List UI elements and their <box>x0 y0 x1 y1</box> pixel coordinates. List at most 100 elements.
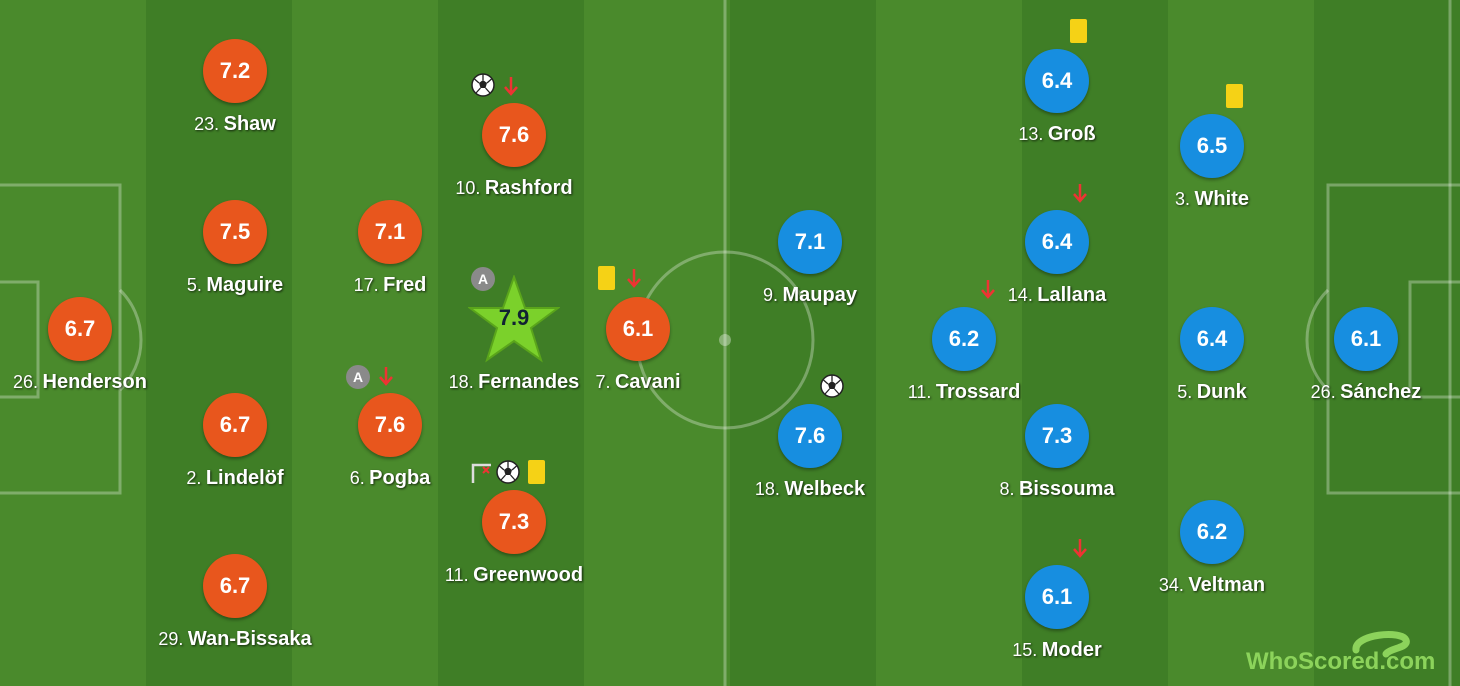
player-name: Pogba <box>369 467 431 489</box>
away-player-bissouma[interactable]: 7.3 8. Bissouma <box>957 404 1157 534</box>
rating-badge: 7.6 <box>358 393 422 457</box>
player-number: 14. <box>1007 285 1033 305</box>
player-name: Fred <box>383 274 427 296</box>
player-name: Sánchez <box>1340 381 1422 403</box>
player-number: 11. <box>444 565 469 585</box>
player-number: 34. <box>1158 575 1184 595</box>
rating-badge: 6.2 <box>1180 500 1244 564</box>
player-name: Shaw <box>223 113 276 135</box>
star-icon <box>468 275 560 363</box>
player-number: 7. <box>595 372 611 392</box>
player-name: Henderson <box>42 371 147 393</box>
rating-badge: 6.7 <box>48 297 112 361</box>
home-player-greenwood[interactable]: 7.3 11. Greenwood <box>414 460 614 620</box>
yellow-card-icon <box>1070 19 1087 43</box>
player-name: Cavani <box>614 371 681 393</box>
away-player-veltman[interactable]: 6.2 34. Veltman <box>1112 500 1312 630</box>
player-number: 3. <box>1175 189 1191 209</box>
rating-badge: 6.4 <box>1025 49 1089 113</box>
rating-badge: 6.2 <box>932 307 996 371</box>
assist-icon: A <box>471 267 495 291</box>
home-player-shaw[interactable]: 7.2 23. Shaw <box>135 39 335 169</box>
man-of-the-match-star: 7.9 <box>468 275 560 363</box>
player-name: Lallana <box>1037 284 1107 306</box>
home-player-pogba[interactable]: A 7.6 6. Pogba <box>290 365 490 523</box>
away-player-sanchez[interactable]: 6.1 26. Sánchez <box>1266 307 1460 437</box>
player-name: Welbeck <box>784 478 866 500</box>
player-name: White <box>1194 188 1249 210</box>
rating-badge: 6.4 <box>1025 210 1089 274</box>
player-number: 26. <box>13 372 39 392</box>
pitch-stripe <box>730 0 876 686</box>
away-player-trossard[interactable]: 6.2 11. Trossard <box>864 280 1064 437</box>
player-number: 17. <box>353 275 379 295</box>
player-number: 2. <box>186 468 202 488</box>
player-number: 8. <box>999 479 1015 499</box>
rating-badge: 7.6 <box>482 103 546 167</box>
player-name: Rashford <box>484 177 573 199</box>
yellow-card-icon <box>1226 84 1243 108</box>
home-player-fernandes[interactable]: A 7.9 18. Fernandes <box>414 267 614 427</box>
player-name: Dunk <box>1196 381 1247 403</box>
rating-badge: 7.6 <box>778 404 842 468</box>
goal-ball-icon <box>496 460 520 484</box>
home-player-fred[interactable]: 7.1 17. Fred <box>290 200 490 330</box>
goal-ball-icon <box>820 374 844 398</box>
home-player-henderson[interactable]: 6.7 26. Henderson <box>0 297 180 427</box>
rating-badge: 6.7 <box>203 554 267 618</box>
player-name: Moder <box>1041 639 1102 661</box>
away-player-welbeck[interactable]: 7.6 18. Welbeck <box>710 374 910 534</box>
player-number: 13. <box>1018 124 1044 144</box>
player-number: 18. <box>754 479 780 499</box>
player-number: 15. <box>1012 640 1038 660</box>
away-player-maupay[interactable]: 7.1 9. Maupay <box>710 210 910 340</box>
rating-badge: 7.3 <box>1025 404 1089 468</box>
yellow-card-icon <box>528 460 545 484</box>
player-number: 26. <box>1310 382 1336 402</box>
away-player-moder[interactable]: 6.1 15. Moder <box>957 539 1157 686</box>
home-player-cavani[interactable]: 6.1 7. Cavani <box>538 266 738 427</box>
player-name: Bissouma <box>1018 478 1115 500</box>
player-name: Groß <box>1047 123 1096 145</box>
sub-off-arrow-icon <box>379 367 393 386</box>
player-name: Veltman <box>1188 574 1266 596</box>
goal-ball-icon <box>471 73 495 97</box>
player-name: Maupay <box>782 284 857 306</box>
player-number: 23. <box>194 114 220 134</box>
player-number: 29. <box>158 629 184 649</box>
rating-badge: 6.1 <box>1334 307 1398 371</box>
player-name: Maguire <box>206 274 284 296</box>
rating-badge: 7.1 <box>358 200 422 264</box>
player-number: 18. <box>448 372 474 392</box>
away-player-white[interactable]: 6.5 3. White <box>1112 84 1312 244</box>
player-name: Fernandes <box>478 371 580 393</box>
home-player-lindelof[interactable]: 6.7 2. Lindelöf <box>135 393 335 523</box>
rating-badge: 7.3 <box>482 490 546 554</box>
sub-off-arrow-icon <box>504 77 518 96</box>
yellow-card-icon <box>598 266 615 290</box>
player-name: Lindelöf <box>205 467 284 489</box>
sub-off-arrow-icon <box>627 269 641 288</box>
away-player-gross[interactable]: 6.4 13. Groß <box>957 19 1157 179</box>
sub-off-arrow-icon <box>1073 539 1087 558</box>
brand-name: WhoScored.com <box>1246 648 1436 675</box>
away-player-lallana[interactable]: 6.4 14. Lallana <box>957 184 1157 340</box>
player-name: Wan-Bissaka <box>187 628 312 650</box>
logo-mark-icon <box>1352 631 1410 658</box>
rating-badge: 7.2 <box>203 39 267 103</box>
home-player-wan-bissaka[interactable]: 6.7 29. Wan-Bissaka <box>135 554 335 684</box>
rating-badge: 7.1 <box>778 210 842 274</box>
player-number: 9. <box>763 285 779 305</box>
home-player-rashford[interactable]: 7.6 10. Rashford <box>414 73 614 233</box>
player-name: Trossard <box>935 381 1021 403</box>
home-player-maguire[interactable]: 7.5 5. Maguire <box>135 200 335 330</box>
away-player-dunk[interactable]: 6.4 5. Dunk <box>1112 307 1312 437</box>
whoscored-logo[interactable]: WhoScored.com <box>1246 628 1436 678</box>
rating-badge: 7.5 <box>203 200 267 264</box>
pitch-stripe <box>292 0 438 686</box>
woodwork-icon <box>471 463 491 483</box>
rating-badge: 6.7 <box>203 393 267 457</box>
sub-off-arrow-icon <box>981 280 995 299</box>
rating-badge: 6.5 <box>1180 114 1244 178</box>
assist-icon: A <box>346 365 370 389</box>
